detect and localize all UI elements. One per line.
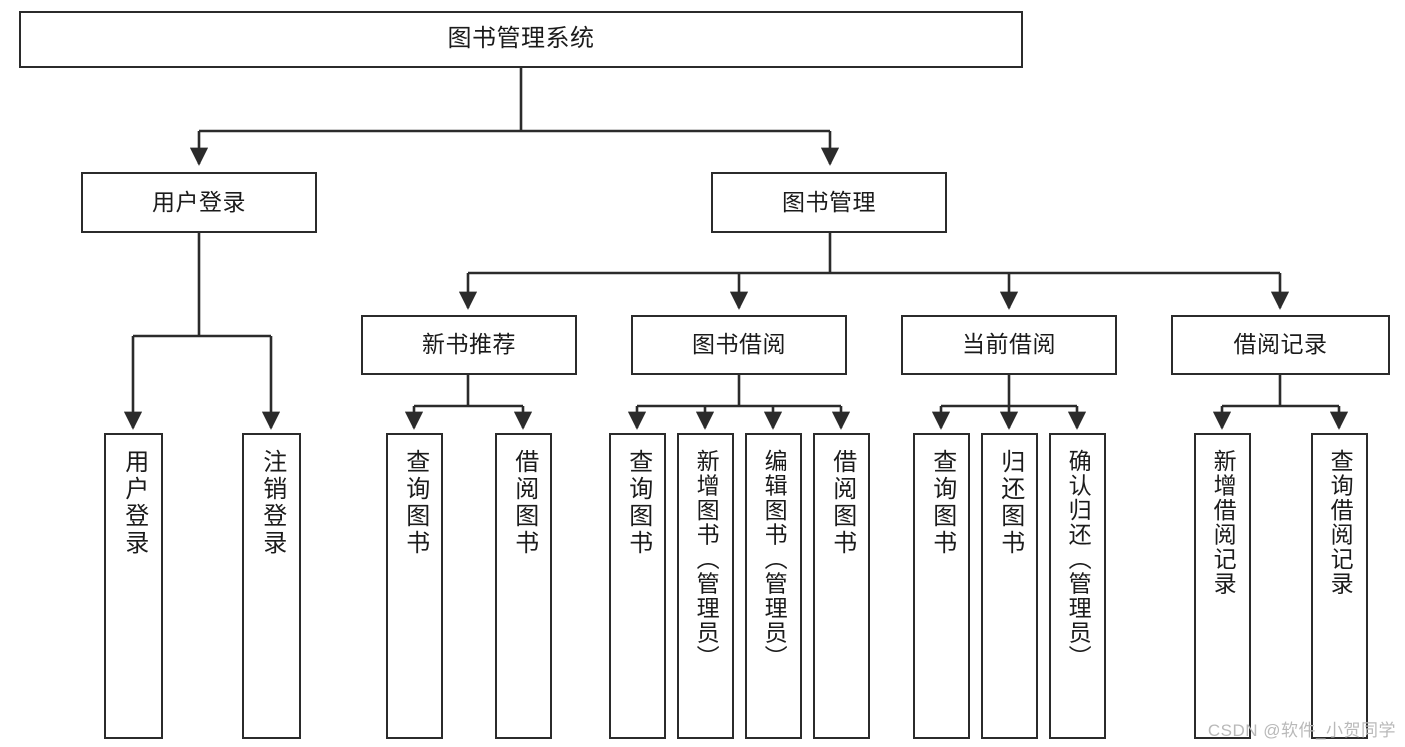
node-current-borrow[interactable]: 当前借阅 [901,315,1117,375]
node-label: 借阅图书 [828,449,856,557]
node-label: 新增借阅记录 [1210,449,1237,596]
leaf-book-borrow-query[interactable]: 查询图书 [609,433,666,739]
node-label: 查询借阅记录 [1327,449,1354,596]
leaf-user-login-sign-out[interactable]: 注销登录 [242,433,301,739]
node-label: 借阅记录 [1233,331,1328,358]
leaf-new-book-borrow[interactable]: 借阅图书 [495,433,552,739]
leaf-borrow-record-query[interactable]: 查询借阅记录 [1311,433,1368,739]
leaf-book-borrow-add[interactable]: 新增图书（管理员） [677,433,734,739]
leaf-current-borrow-confirm-return[interactable]: 确认归还（管理员） [1049,433,1106,739]
csdn-watermark: CSDN @软件_小贺同学 [1207,721,1396,740]
leaf-current-borrow-query[interactable]: 查询图书 [913,433,970,739]
node-label: 图书管理系统 [447,25,595,53]
node-label: 确认归还（管理员） [1065,449,1092,670]
node-label: 查询图书 [624,449,652,557]
node-label: 用户登录 [120,449,148,557]
node-borrow-record[interactable]: 借阅记录 [1171,315,1390,375]
leaf-borrow-record-add[interactable]: 新增借阅记录 [1194,433,1251,739]
node-label: 当前借阅 [962,331,1056,358]
leaf-new-book-query[interactable]: 查询图书 [386,433,443,739]
node-label: 用户登录 [152,188,246,215]
node-user-login[interactable]: 用户登录 [81,172,317,233]
node-label: 查询图书 [401,449,429,557]
node-label: 编辑图书（管理员） [761,449,788,670]
node-label: 注销登录 [258,449,286,557]
node-label: 查询图书 [928,449,956,557]
node-root-system[interactable]: 图书管理系统 [19,11,1023,68]
node-label: 图书借阅 [692,331,786,358]
node-new-book-recommend[interactable]: 新书推荐 [361,315,577,375]
node-book-management[interactable]: 图书管理 [711,172,947,233]
node-label: 图书管理 [782,188,876,215]
node-label: 归还图书 [996,449,1024,557]
node-label: 借阅图书 [510,449,538,557]
leaf-user-login-sign-in[interactable]: 用户登录 [104,433,163,739]
node-label: 新增图书（管理员） [693,449,720,670]
node-label: 新书推荐 [422,331,516,358]
leaf-book-borrow-borrow[interactable]: 借阅图书 [813,433,870,739]
node-book-borrow[interactable]: 图书借阅 [631,315,847,375]
leaf-book-borrow-edit[interactable]: 编辑图书（管理员） [745,433,802,739]
leaf-current-borrow-return[interactable]: 归还图书 [981,433,1038,739]
